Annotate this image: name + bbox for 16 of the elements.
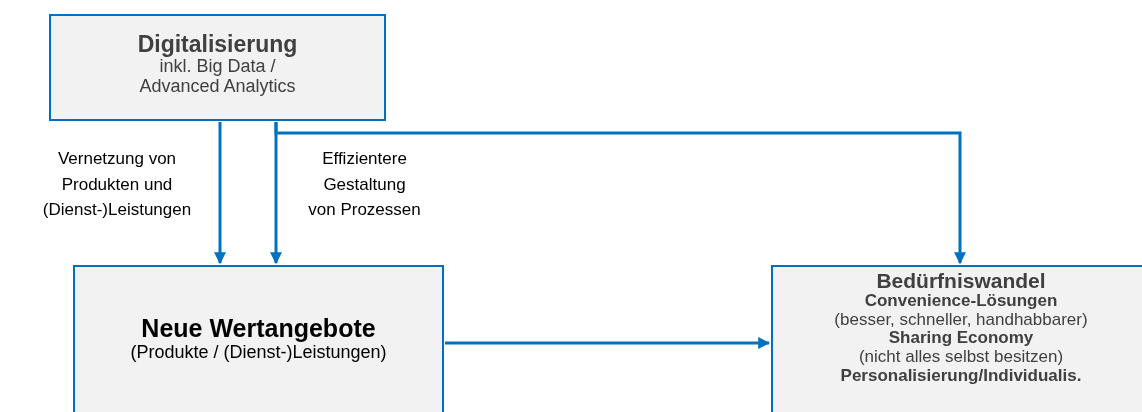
process-box	[73, 265, 444, 412]
process-box	[49, 14, 386, 121]
arrow	[214, 122, 226, 265]
arrow	[445, 337, 771, 349]
box-text: inkl. Big Data / Advanced Analytics	[138, 57, 297, 97]
box-text: (besser, schneller, handhabbarer)	[834, 310, 1088, 330]
box-heading: Bedürfniswandel	[876, 269, 1046, 293]
box-heading: Digitalisierung	[137, 32, 298, 58]
box-heading: Neue Wertangebote	[141, 315, 376, 343]
box-text: (nicht alles selbst besitzen)	[858, 348, 1064, 367]
box-subheading: Personalisierung/Individualis.	[840, 366, 1082, 386]
process-box	[771, 265, 1142, 412]
arrow	[274, 122, 966, 265]
box-subheading: Convenience-Lösungen	[864, 292, 1058, 311]
box-subheading: Sharing Economy	[888, 329, 1034, 349]
box-text: (Produkte / (Dienst-)Leistungen)	[130, 342, 387, 363]
